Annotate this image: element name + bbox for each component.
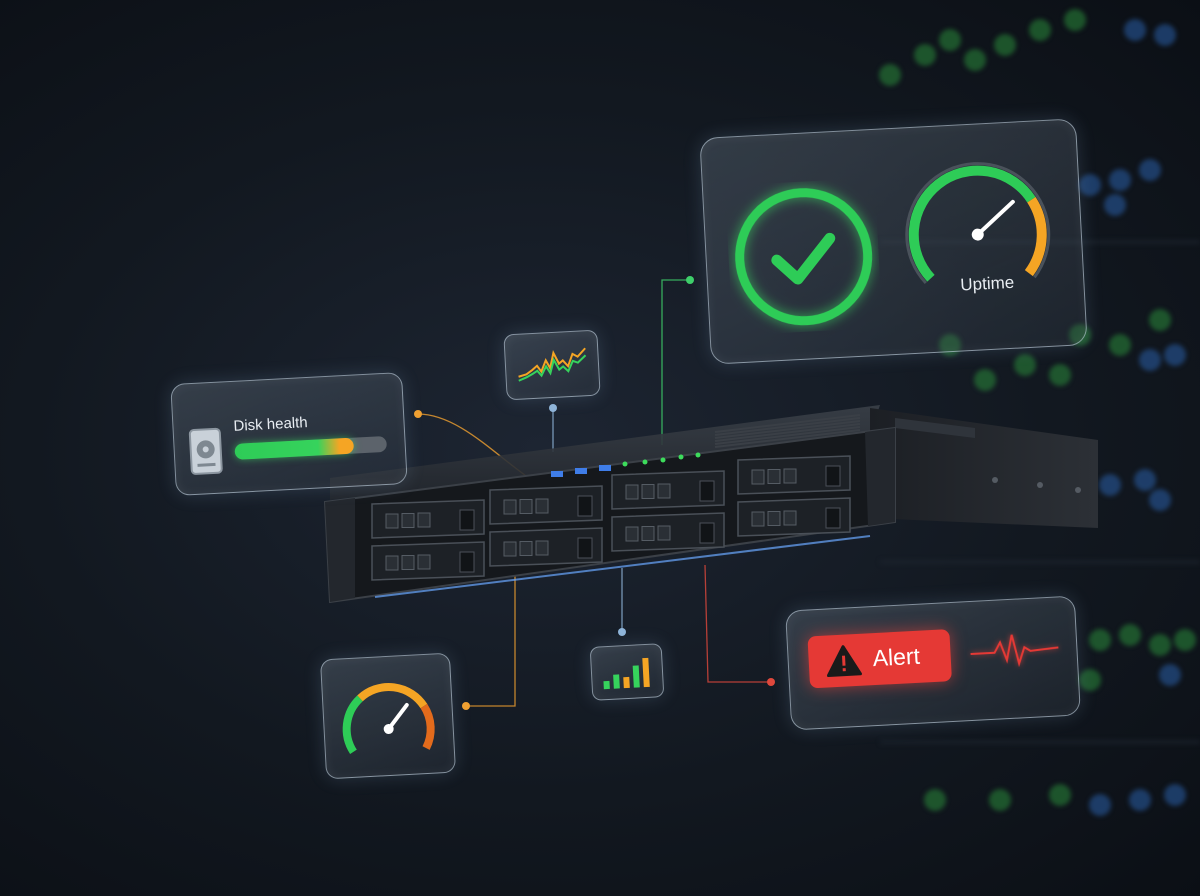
activity-sparkline-panel[interactable] [503,329,601,401]
disk-health-bar-fill [234,437,354,460]
sparkline-icon [518,347,587,382]
disk-health-panel[interactable]: Disk health [170,372,408,496]
performance-gauge [342,682,435,755]
warning-triangle-icon [827,645,862,677]
mini-bar-chart-panel[interactable] [589,643,665,701]
alert-label: Alert [871,642,921,672]
status-uptime-panel[interactable]: Uptime [699,118,1088,365]
uptime-gauge [905,162,1051,285]
hard-drive-icon [188,427,223,475]
alert-button[interactable]: Alert [807,629,952,689]
uptime-label: Uptime [959,272,1015,295]
alert-panel[interactable]: Alert [785,595,1081,731]
checkmark-icon [735,188,873,326]
disk-health-label: Disk health [233,414,309,435]
mini-bar-chart-icon [603,657,650,690]
disk-health-bar [234,435,388,460]
heartbeat-line-icon [970,634,1059,668]
performance-gauge-panel[interactable] [319,652,457,780]
